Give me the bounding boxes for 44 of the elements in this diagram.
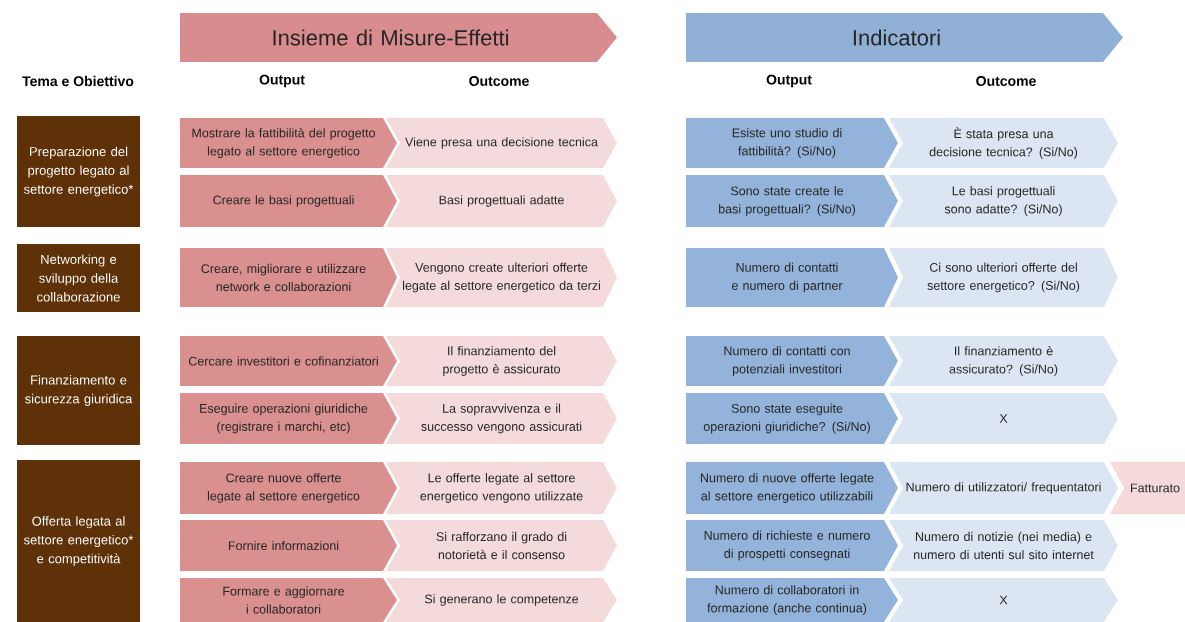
step-box: Numero di collaboratori in formazione (anche continua) xyxy=(686,578,898,622)
step-box: Le offerte legate al settore energetico vengono utilizzate xyxy=(386,462,617,514)
step-box: Mostrare la fattibilità del progetto legato al settore energetico xyxy=(180,118,397,168)
step-box: Il finanziamento è assicurato? (Si/No) xyxy=(889,336,1118,386)
step-box: Esiste uno studio di fattibilità? (Si/No) xyxy=(686,118,898,168)
column-header: Output xyxy=(766,74,812,88)
header-banner: Insieme di Misure-Effetti xyxy=(180,13,617,62)
column-header: Outcome xyxy=(976,76,1036,86)
step-box: È stata presa una decisione tecnica? (Si/No) xyxy=(889,118,1118,168)
theme-box: Preparazione del progetto legato al settore energetico* xyxy=(17,116,140,227)
theme-box: Offerta legata al settore energetico* e competitività xyxy=(17,460,140,622)
step-box: Fatturato xyxy=(1110,462,1185,514)
header-banner: Indicatori xyxy=(686,13,1123,62)
step-box: Numero di contatti con potenziali investitori xyxy=(686,336,898,386)
step-box: Numero di contatti e numero di partner xyxy=(686,248,898,307)
step-box: Viene presa una decisione tecnica xyxy=(386,118,617,168)
step-box: Creare le basi progettuali xyxy=(180,175,397,227)
step-box: Sono state eseguite operazioni giuridiche? (Si/No) xyxy=(686,393,898,444)
column-header: Output xyxy=(259,74,305,88)
step-box: Creare nuove offerte legate al settore energetico xyxy=(180,462,397,514)
theme-box: Networking e sviluppo della collaborazione xyxy=(17,244,140,312)
step-box: Si rafforzano il grado di notorietà e il consenso xyxy=(386,520,617,571)
step-box: Formare e aggiornare i collaboratori xyxy=(180,578,397,622)
step-box: Numero di utilizzatori/ frequentatori xyxy=(889,462,1118,514)
step-box: La sopravvivenza e il successo vengono assicurati xyxy=(386,393,617,444)
step-box: Cercare investitori e cofinanziatori xyxy=(180,336,397,386)
step-box: Ci sono ulteriori offerte del settore energetico? (Si/No) xyxy=(889,248,1118,307)
step-box: Numero di richieste e numero di prospetti consegnati xyxy=(686,520,898,571)
step-box: Eseguire operazioni giuridiche (registrare i marchi, etc) xyxy=(180,393,397,444)
step-box: Numero di notizie (nei media) e numero di utenti sul sito internet xyxy=(889,520,1118,571)
column-header: Outcome xyxy=(469,76,529,86)
step-box: Si generano le competenze xyxy=(386,578,617,622)
step-box: Sono state create le basi progettuali? (Si/No) xyxy=(686,175,898,227)
step-box: Vengono create ulteriori offerte legate al settore energetico da terzi xyxy=(386,248,617,307)
step-box: Numero di nuove offerte legate al settore energetico utilizzabili xyxy=(686,462,898,514)
step-box: X xyxy=(889,578,1118,622)
step-box: Le basi progettuali sono adatte? (Si/No) xyxy=(889,175,1118,227)
theme-box: Finanziamento e sicurezza giuridica xyxy=(17,336,140,445)
step-box: Fornire informazioni xyxy=(180,520,397,571)
step-box: Il finanziamento del progetto è assicurato xyxy=(386,336,617,386)
step-box: Creare, migliorare e utilizzare network e collaborazioni xyxy=(180,248,397,307)
step-box: Basi progettuali adatte xyxy=(386,175,617,227)
column-header: Tema e Obiettivo xyxy=(22,75,134,87)
step-box: X xyxy=(889,393,1118,444)
